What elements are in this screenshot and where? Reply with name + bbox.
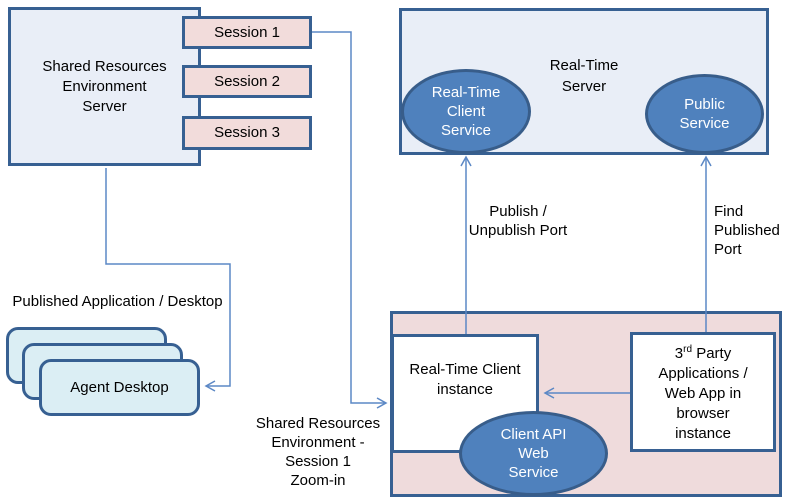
- third-party-other-lines: Applications / Web App in browser instan…: [658, 365, 748, 442]
- agent-desktop-label: Agent Desktop: [70, 378, 169, 396]
- real-time-server-title: Real-Time Server: [549, 57, 619, 95]
- published-application-caption: Published Application / Desktop: [12, 293, 223, 310]
- connector-session1-to-zoom: [312, 31, 385, 404]
- publish-unpublish-port-label: Publish / Unpublish Port: [468, 203, 568, 239]
- session-1-box: Session 1: [182, 16, 312, 49]
- client-api-web-service-label: Client API Web Service: [500, 426, 567, 481]
- arrowhead-up-icon: [700, 155, 712, 167]
- real-time-client-service-ellipse: Real-Time Client Service: [401, 69, 531, 154]
- shared-resources-server-box: Shared Resources Environment Server: [8, 7, 201, 166]
- session-2-box: Session 2: [182, 65, 312, 98]
- shared-resources-server-label: Shared Resources Environment Server: [42, 57, 167, 115]
- session-zoom-in-label: Shared Resources Environment - Session 1…: [255, 415, 381, 489]
- session-3-box: Session 3: [182, 116, 312, 150]
- find-published-port-label: Find Published Port: [714, 203, 780, 258]
- third-party-first-line: 3rd Party: [675, 340, 731, 364]
- third-party-rest: Party: [692, 345, 732, 362]
- arrowhead-left-icon: [204, 380, 216, 392]
- session-2-label: Session 2: [214, 72, 280, 90]
- third-party-num: 3: [674, 345, 684, 362]
- arrowhead-up-icon: [460, 155, 472, 167]
- arrowhead-right-icon: [376, 397, 388, 409]
- real-time-client-service-label: Real-Time Client Service: [431, 84, 501, 139]
- third-party-applications-box: 3rd Party Applications / Web App in brow…: [630, 332, 776, 452]
- client-api-web-service-ellipse: Client API Web Service: [459, 411, 608, 496]
- public-service-label: Public Service: [679, 96, 730, 132]
- public-service-ellipse: Public Service: [645, 74, 764, 154]
- real-time-client-instance-label: Real-Time Client instance: [409, 360, 521, 398]
- session-1-label: Session 1: [214, 23, 280, 41]
- third-party-sup: rd: [683, 344, 693, 355]
- agent-desktop-box-front: Agent Desktop: [39, 359, 200, 416]
- session-3-label: Session 3: [214, 124, 280, 141]
